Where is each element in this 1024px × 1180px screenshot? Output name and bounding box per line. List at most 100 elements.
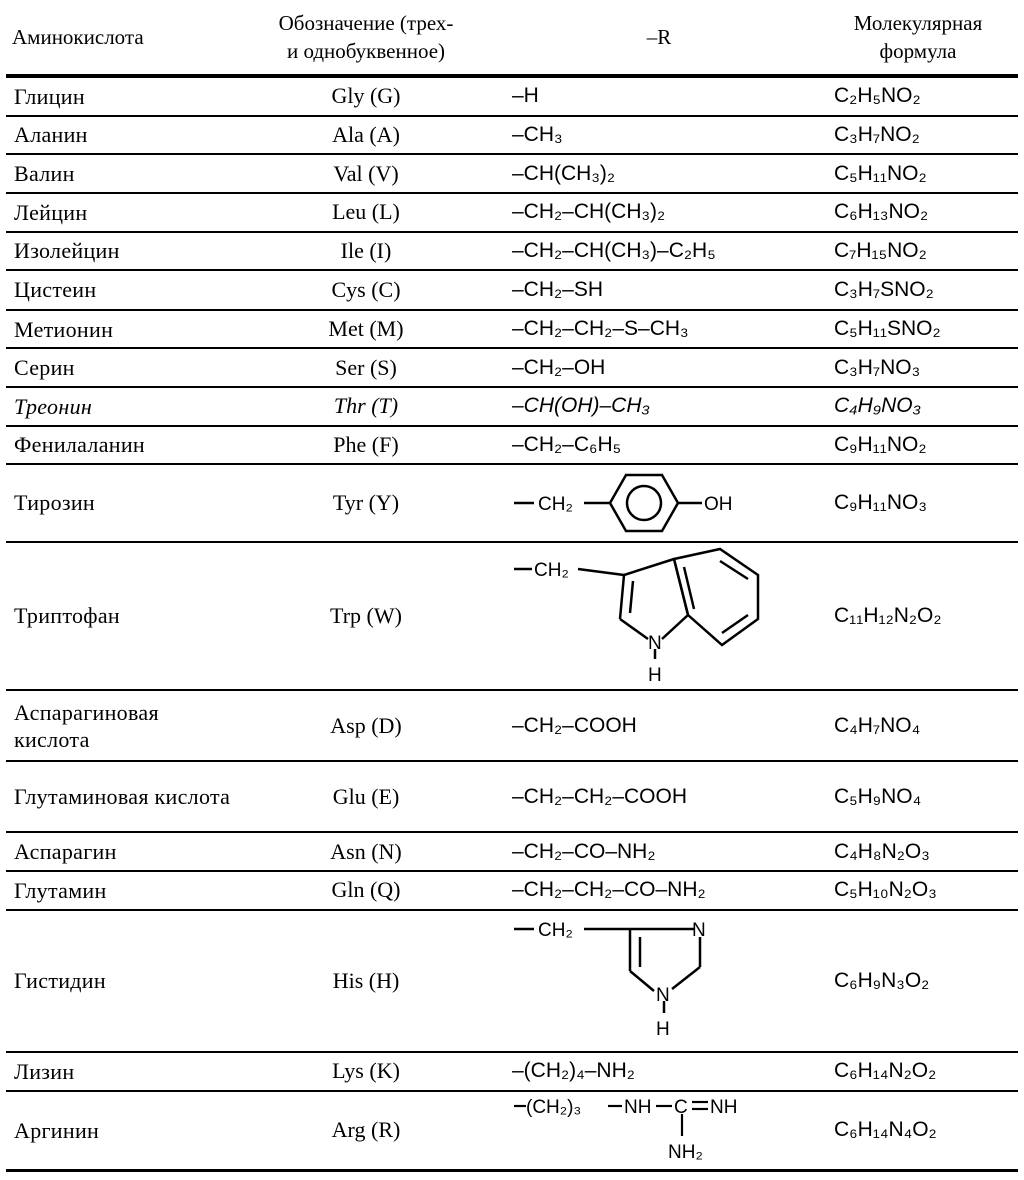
r-group: –CH₂–CH₂–S–CH₃ <box>500 309 818 350</box>
structure-label: N <box>692 920 706 941</box>
table-row: Лизин Lys (K) –(CH₂)₄–NH₂ C₆H₁₄N₂O₂ <box>6 1051 1018 1092</box>
r-group: –CH₂–COOH <box>500 689 818 763</box>
structure-label: N <box>656 985 670 1006</box>
structure-label: NH <box>710 1097 737 1118</box>
header-designation: Обозначение (трех- и однобуквенное) <box>232 0 500 78</box>
structure-label: CH₂ <box>534 560 569 581</box>
amino-acid-code: Val (V) <box>232 154 500 194</box>
amino-acid-name: Триптофан <box>6 541 232 691</box>
table-row: Аланин Ala (A) –CH₃ C₃H₇NO₂ <box>6 115 1018 156</box>
table-row: Валин Val (V) –CH(CH₃)₂ C₅H₁₁NO₂ <box>6 154 1018 194</box>
structure-label: NH₂ <box>668 1142 703 1163</box>
amino-acid-code: Asp (D) <box>232 689 500 763</box>
header-designation-line2: и однобуквенное) <box>286 39 446 63</box>
amino-acid-code: Tyr (Y) <box>232 464 500 543</box>
amino-acid-name: Аргинин <box>6 1090 232 1172</box>
structure-label: H <box>648 665 662 686</box>
amino-acid-code: Trp (W) <box>232 541 500 691</box>
table-row: Фенилаланин Phe (F) –CH₂–C₆H₅ C₉H₁₁NO₂ <box>6 425 1018 466</box>
table-row: Гистидин His (H) CH₂ N <box>6 909 1018 1053</box>
amino-acid-code: Asn (N) <box>232 832 500 872</box>
histidine-structure: CH₂ N N H <box>514 920 706 1040</box>
table-row: Цистеин Cys (C) –CH₂–SH C₃H₇SNO₂ <box>6 270 1018 311</box>
amino-acid-name: Глицин <box>6 76 232 117</box>
molecular-formula: C₆H₉N₃O₂ <box>818 909 1018 1053</box>
header-formula: Молекулярная формула <box>818 0 1018 78</box>
amino-acid-code: Met (M) <box>232 309 500 350</box>
structure-label: CH₂ <box>538 494 573 515</box>
amino-acid-name: Аспарагиновая кислота <box>6 689 232 763</box>
molecular-formula: C₅H₉NO₄ <box>818 761 1018 834</box>
amino-acid-name: Цистеин <box>6 270 232 311</box>
amino-acid-name: Изолейцин <box>6 231 232 272</box>
molecular-formula: C₁₁H₁₂N₂O₂ <box>818 541 1018 691</box>
table-row: Метионин Met (M) –CH₂–CH₂–S–CH₃ C₅H₁₁SNO… <box>6 309 1018 350</box>
r-group: –CH₂–CH₂–COOH <box>500 761 818 834</box>
table-row: Тирозин Tyr (Y) CH₂ OH C₉H₁₁NO₃ <box>6 464 1018 543</box>
amino-acid-name: Гистидин <box>6 909 232 1053</box>
molecular-formula: C₆H₁₄N₂O₂ <box>818 1051 1018 1092</box>
amino-acid-code: Arg (R) <box>232 1090 500 1172</box>
structure-label: H <box>656 1019 670 1040</box>
amino-acid-name: Аланин <box>6 115 232 156</box>
table-row: Аргинин Arg (R) (CH₂)₃ NH C NH <box>6 1090 1018 1172</box>
r-group: –CH₂–CO–NH₂ <box>500 832 818 872</box>
table-row: Серин Ser (S) –CH₂–OH C₃H₇NO₃ <box>6 348 1018 389</box>
amino-acid-code: Lys (K) <box>232 1051 500 1092</box>
amino-acid-name: Глутамин <box>6 870 232 911</box>
structure-label: NH <box>624 1097 651 1118</box>
amino-acid-code: Ile (I) <box>232 231 500 272</box>
amino-acid-table: Аминокислота Обозначение (трех- и однобу… <box>6 0 1018 1172</box>
amino-acid-name: Валин <box>6 154 232 194</box>
header-amino-acid: Аминокислота <box>6 0 232 78</box>
r-group: –H <box>500 76 818 117</box>
r-group: –(CH₂)₄–NH₂ <box>500 1051 818 1092</box>
header-designation-line1: Обозначение (трех- <box>278 11 454 35</box>
molecular-formula: C₇H₁₅NO₂ <box>818 231 1018 272</box>
table-row: Триптофан Trp (W) <box>6 541 1018 691</box>
header-row: Аминокислота Обозначение (трех- и однобу… <box>6 0 1018 78</box>
molecular-formula: C₆H₁₄N₄O₂ <box>818 1090 1018 1172</box>
molecular-formula: C₅H₁₀N₂O₃ <box>818 870 1018 911</box>
amino-acid-code: Gln (Q) <box>232 870 500 911</box>
r-group: –CH₂–SH <box>500 270 818 311</box>
amino-acid-name: Треонин <box>6 387 232 427</box>
structure-label: (CH₂)₃ <box>526 1097 581 1118</box>
structure-label: C <box>674 1097 688 1118</box>
molecular-formula: C₄H₉NO₃ <box>818 387 1018 427</box>
amino-acid-name: Фенилаланин <box>6 425 232 466</box>
amino-acid-name: Глутаминовая кислота <box>6 761 232 834</box>
r-group-structure: CH₂ OH <box>500 464 818 543</box>
header-r-group: –R <box>500 0 818 78</box>
molecular-formula: C₉H₁₁NO₂ <box>818 425 1018 466</box>
amino-acid-name: Метионин <box>6 309 232 350</box>
amino-acid-name: Аспарагин <box>6 832 232 872</box>
molecular-formula: C₅H₁₁SNO₂ <box>818 309 1018 350</box>
r-group-structure: (CH₂)₃ NH C NH NH₂ <box>500 1090 818 1172</box>
molecular-formula: C₉H₁₁NO₃ <box>818 464 1018 543</box>
header-formula-line2: формула <box>879 39 957 63</box>
molecular-formula: C₄H₈N₂O₃ <box>818 832 1018 872</box>
amino-acid-name: Лейцин <box>6 192 232 233</box>
structure-label: N <box>648 633 662 654</box>
table-row: Изолейцин Ile (I) –CH₂–CH(CH₃)–C₂H₅ C₇H₁… <box>6 231 1018 272</box>
r-group: –CH₂–CH(CH₃)–C₂H₅ <box>500 231 818 272</box>
molecular-formula: C₆H₁₃NO₂ <box>818 192 1018 233</box>
table-row: Глутамин Gln (Q) –CH₂–CH₂–CO–NH₂ C₅H₁₀N₂… <box>6 870 1018 911</box>
amino-acid-name: Серин <box>6 348 232 389</box>
amino-acid-name: Лизин <box>6 1051 232 1092</box>
amino-acid-code: Leu (L) <box>232 192 500 233</box>
r-group: –CH₂–OH <box>500 348 818 389</box>
r-group: –CH₃ <box>500 115 818 156</box>
amino-acid-code: Cys (C) <box>232 270 500 311</box>
amino-acid-name: Тирозин <box>6 464 232 543</box>
table-row: Лейцин Leu (L) –CH₂–CH(CH₃)₂ C₆H₁₃NO₂ <box>6 192 1018 233</box>
amino-acid-code: Gly (G) <box>232 76 500 117</box>
table-row: Аспарагин Asn (N) –CH₂–CO–NH₂ C₄H₈N₂O₃ <box>6 832 1018 872</box>
molecular-formula: C₄H₇NO₄ <box>818 689 1018 763</box>
molecular-formula: C₃H₇NO₂ <box>818 115 1018 156</box>
tyrosine-structure: CH₂ OH <box>514 473 733 533</box>
table-row: Аспарагиновая кислота Asp (D) –CH₂–COOH … <box>6 689 1018 763</box>
r-group: –CH₂–C₆H₅ <box>500 425 818 466</box>
amino-acid-code: Glu (E) <box>232 761 500 834</box>
